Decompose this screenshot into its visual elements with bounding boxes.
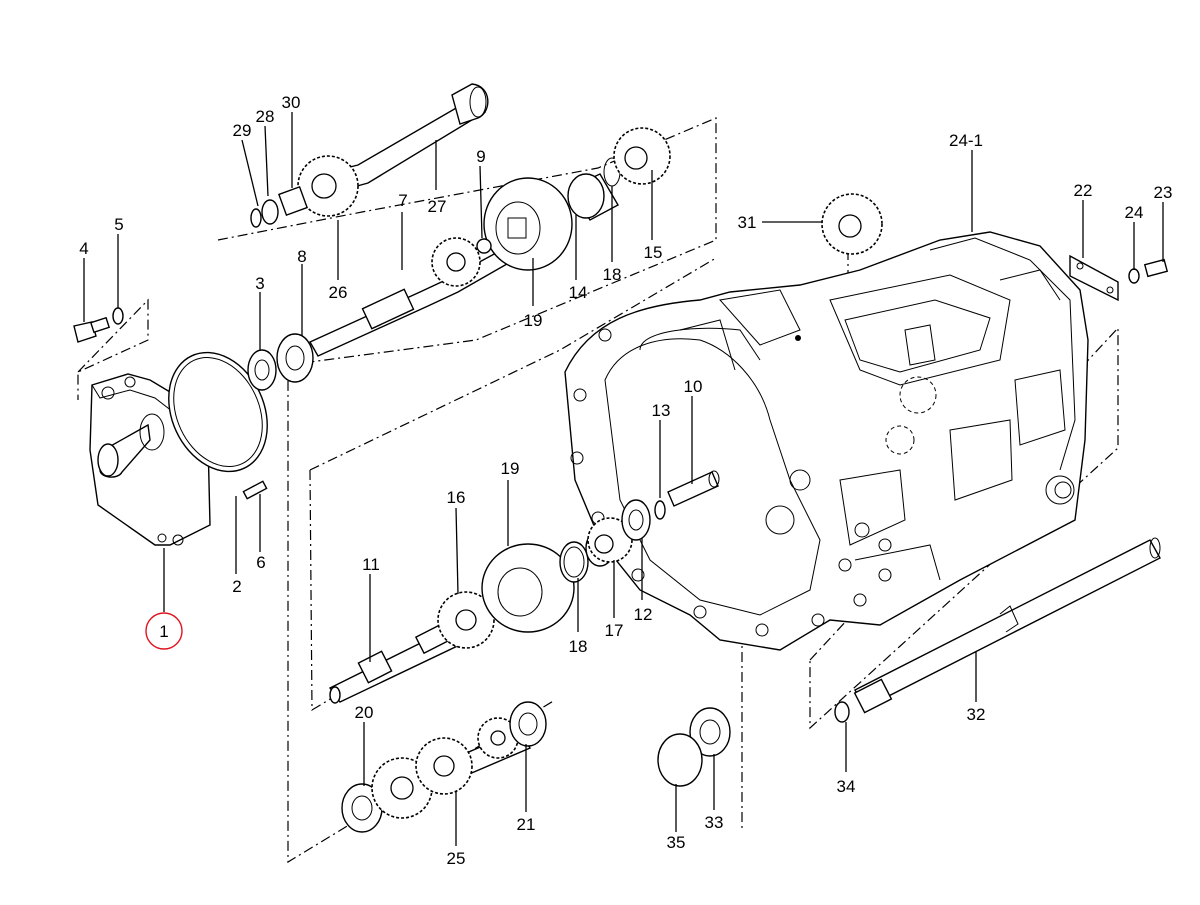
callout-13: 13: [652, 401, 671, 420]
leader-lines: [83, 112, 1164, 846]
long-shaft-32: [834, 537, 1161, 723]
callout-24: 24: [1125, 203, 1144, 222]
callout-22: 22: [1074, 181, 1093, 200]
countershaft-27: [250, 83, 489, 228]
main-shaft-11: [328, 470, 720, 704]
callout-14: 14: [569, 283, 588, 302]
callout-34: 34: [837, 777, 856, 796]
callout-8: 8: [297, 247, 306, 266]
upper-synchro-group: [476, 127, 671, 271]
callout-28: 28: [256, 107, 275, 126]
callout-32: 32: [967, 705, 986, 724]
bearing-and-cap: [657, 707, 731, 787]
callout-27: 27: [428, 197, 447, 216]
callout-11: 11: [362, 555, 380, 574]
callout-24-1: 24-1: [949, 131, 983, 150]
callout-33: 33: [705, 813, 724, 832]
o-ring: [168, 351, 268, 473]
callout-7: 7: [398, 191, 407, 210]
callout-18b: 18: [569, 637, 588, 656]
callout-31: 31: [738, 213, 757, 232]
callout-12: 12: [634, 605, 653, 624]
callout-21: 21: [517, 815, 536, 834]
callout-5: 5: [114, 215, 123, 234]
callout-25: 25: [447, 849, 466, 868]
callout-20: 20: [355, 703, 374, 722]
callout-26: 26: [329, 283, 348, 302]
callout-17: 17: [605, 621, 624, 640]
callout-4: 4: [79, 239, 88, 258]
bolt-and-washer: [73, 307, 124, 343]
input-shaft-7: [247, 237, 529, 391]
callout-16: 16: [447, 488, 466, 507]
callout-30: 30: [282, 93, 301, 112]
callout-1: 1: [159, 622, 168, 641]
callout-6: 6: [256, 553, 265, 572]
gear-31: [821, 193, 883, 255]
callout-labels: 3028292726791914181545383124-12224232611…: [79, 93, 1172, 868]
callout-9: 9: [476, 147, 485, 166]
callout-23: 23: [1154, 183, 1173, 202]
plate-and-bolt: [1069, 254, 1169, 302]
callout-10: 10: [684, 377, 703, 396]
callout-35: 35: [667, 833, 686, 852]
lower-countershaft: [341, 701, 547, 833]
callout-19b: 19: [501, 459, 520, 478]
callout-15: 15: [644, 243, 663, 262]
dowel-pin: [242, 480, 268, 500]
callout-3: 3: [255, 274, 264, 293]
callout-19a: 19: [524, 311, 543, 330]
transmission-case: [564, 231, 1089, 651]
callout-29: 29: [233, 121, 252, 140]
callout-18a: 18: [603, 265, 622, 284]
callout-2: 2: [232, 577, 241, 596]
highlight-circle: [145, 612, 183, 650]
